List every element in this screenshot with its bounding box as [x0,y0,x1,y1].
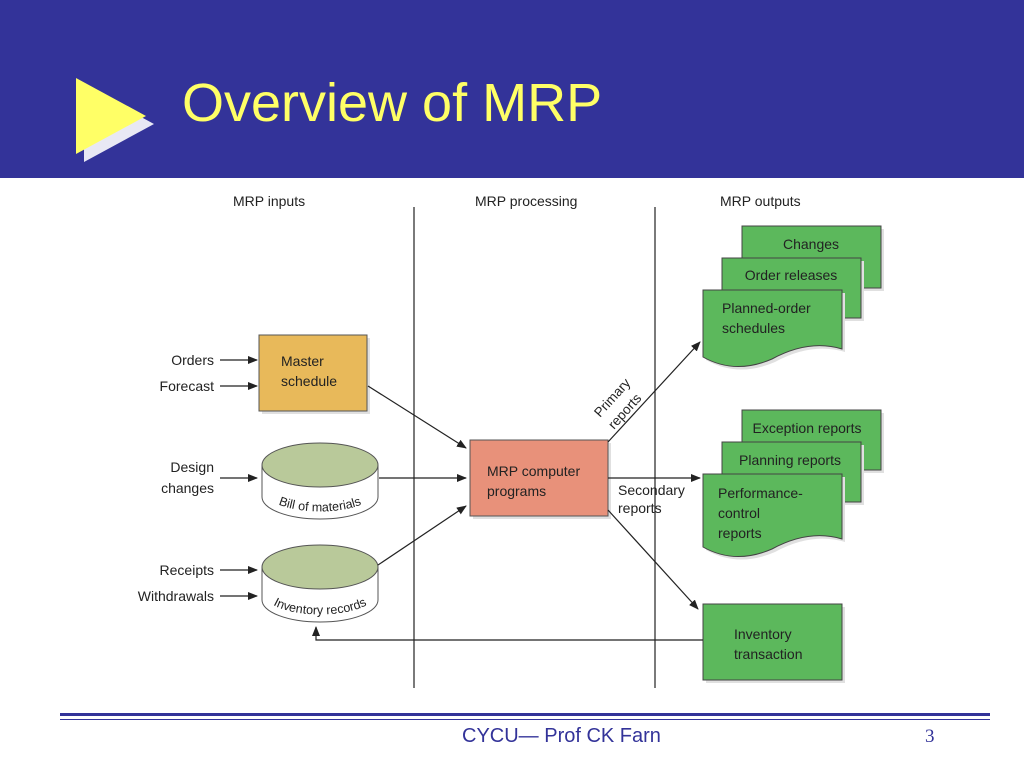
arrow-primary-reports [607,341,701,443]
slide-title: Overview of MRP [182,73,603,133]
column-header-processing: MRP processing [475,193,577,209]
bill-of-materials-cylinder: Bill of materials [261,442,379,520]
output-performance-box [702,473,843,558]
arrow-inventory-transaction [607,509,699,610]
input-receipts: Receipts [160,562,214,578]
output-performance-label-line1: Performance- [718,485,803,501]
output-planned-order-label-line2: schedules [722,320,785,336]
input-orders: Orders [171,352,214,368]
title-bar [0,0,1024,178]
input-design-changes-line1: Design [170,459,214,475]
secondary-reports-label-line2: reports [618,500,662,516]
master-schedule-label-line1: Master [281,353,324,369]
input-forecast: Forecast [160,378,215,394]
output-performance-label-line2: control [718,505,760,521]
master-schedule-label-line2: schedule [281,373,337,389]
secondary-output-stack: Exception reports Planning reports Perfo… [702,409,884,560]
play-arrow-icon [76,78,146,154]
mrp-programs-box [469,439,609,517]
output-performance-label-line3: reports [718,525,762,541]
inventory-transaction-box [702,603,843,681]
inventory-transaction-label-line2: transaction [734,646,802,662]
primary-output-stack: Changes Order releases Planned-order sch… [702,225,884,370]
column-header-outputs: MRP outputs [720,193,801,209]
arrow-inventory-to-mrp [377,505,467,566]
arrow-transaction-feedback [312,626,703,641]
mrp-programs-label-line1: MRP computer [487,463,580,479]
inventory-records-cylinder: Inventory records [261,544,379,623]
column-header-inputs: MRP inputs [233,193,305,209]
output-planned-order-label-line1: Planned-order [722,300,811,316]
footer-credit: CYCU— Prof CK Farn [462,725,661,747]
mrp-programs-label-line2: programs [487,483,546,499]
master-schedule-box [258,334,368,412]
page-number: 3 [925,726,935,747]
secondary-reports-label-line1: Secondary [618,482,685,498]
arrow-master-to-mrp [367,385,467,449]
output-order-releases-label: Order releases [745,267,838,283]
input-withdrawals: Withdrawals [138,588,214,604]
output-changes-label: Changes [783,236,839,252]
footer-rule-thick [60,713,990,716]
input-design-changes-line2: changes [161,480,214,496]
output-planning-label: Planning reports [739,452,841,468]
footer-rule-thin [60,719,990,720]
inventory-transaction-label-line1: Inventory [734,626,792,642]
output-planned-order-box [702,289,843,368]
bill-of-materials-label: Bill of materials [277,494,363,514]
output-exception-label: Exception reports [753,420,862,436]
